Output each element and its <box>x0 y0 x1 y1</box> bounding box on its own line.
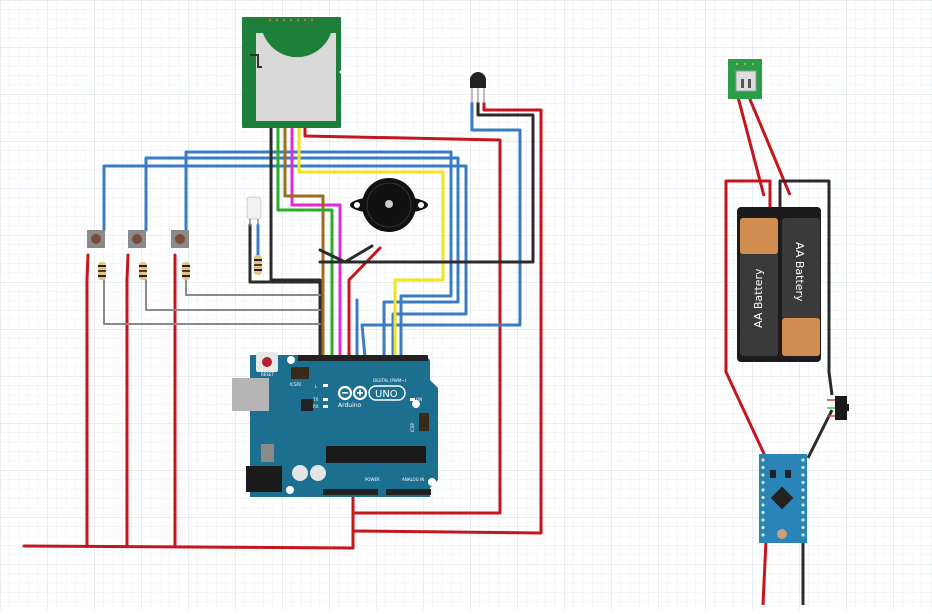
wire-gray-button1 <box>103 279 321 325</box>
wire-brown <box>283 126 325 359</box>
button-resistor-2 <box>139 262 147 280</box>
wire-red-pack <box>724 179 772 459</box>
wires-left <box>22 101 543 550</box>
icsp2-label: ICSP2 <box>290 382 302 387</box>
promini-pin <box>801 533 805 537</box>
usb-port <box>232 378 269 411</box>
push-button-2[interactable] <box>128 230 146 248</box>
digital-label: DIGITAL (PWM~) <box>373 378 407 383</box>
wire-magenta <box>290 126 342 359</box>
promini-pin <box>761 525 765 530</box>
wire-black-rail <box>318 101 535 264</box>
svg-text:ANALOG IN: ANALOG IN <box>402 477 424 482</box>
promini-pin <box>761 495 765 500</box>
buzzer <box>350 178 428 232</box>
promini-pin <box>761 503 765 507</box>
power-header <box>323 489 378 495</box>
svg-text:UNO: UNO <box>375 389 398 400</box>
wire-black-pack <box>778 179 834 396</box>
wire-blue-button2 <box>144 156 460 359</box>
promini-pin <box>801 473 805 477</box>
power-jack <box>246 466 282 492</box>
arduino-logo: UNO Arduino <box>337 385 406 409</box>
svg-text:ICSP: ICSP <box>410 422 415 432</box>
sd-card-module <box>242 17 343 128</box>
promini-pin <box>761 473 765 477</box>
wire-blue-button1 <box>102 164 468 359</box>
svg-text:AA Battery: AA Battery <box>793 242 806 302</box>
promini-pin <box>761 488 765 492</box>
wire-red-button1 <box>85 253 90 548</box>
atmega-chip <box>326 446 426 463</box>
battery-pack: AA Battery AA Battery <box>737 207 821 362</box>
push-buttons <box>87 230 190 280</box>
button-resistor-1 <box>98 262 106 280</box>
digital-header-2 <box>373 355 428 361</box>
wire-red-out <box>761 539 768 606</box>
svg-text:POWER: POWER <box>365 477 380 482</box>
slide-switch[interactable] <box>827 396 849 420</box>
wire-red-button2 <box>125 253 130 548</box>
svg-text:TX: TX <box>312 397 318 402</box>
svg-text:Arduino: Arduino <box>338 402 362 409</box>
wire-red-rail2 <box>303 126 502 515</box>
wire-black-switch <box>806 409 834 459</box>
promini-pin <box>801 503 805 507</box>
svg-text:AA Battery: AA Battery <box>752 268 765 328</box>
button-resistor-3 <box>182 262 190 280</box>
promini-pin <box>761 510 765 515</box>
wire-red-jst2 <box>747 96 792 196</box>
promini-pin <box>801 488 805 492</box>
wire-red-buzzer <box>347 246 382 359</box>
analog-header <box>386 489 431 495</box>
wire-blue-button3 <box>184 150 453 359</box>
promini-pin <box>801 458 805 462</box>
wire-black-led <box>248 223 322 284</box>
wire-yellow <box>297 126 445 359</box>
svg-text:RX: RX <box>313 404 319 409</box>
reset-label: RESET <box>261 372 274 377</box>
promini-pin <box>801 518 805 522</box>
promini-pin <box>801 510 805 515</box>
promini-pin <box>801 480 805 485</box>
temperature-sensor <box>470 72 486 103</box>
battery-cell-2: AA Battery <box>782 218 820 356</box>
promini-pin <box>761 480 765 485</box>
promini-pin <box>801 495 805 500</box>
promini-pin <box>801 465 805 470</box>
led-resistor <box>254 255 262 275</box>
arduino-uno: RESET ICSP2 DIGITAL (PWM~) UNO Arduino L… <box>232 352 438 497</box>
wire-black-buzzer <box>318 244 374 264</box>
promini-pin <box>761 533 765 537</box>
push-button-1[interactable] <box>87 230 105 248</box>
promini-pin <box>761 465 765 470</box>
wire-gray-button3 <box>185 279 321 296</box>
led <box>246 196 262 226</box>
promini-pin <box>761 458 765 462</box>
svg-text:L: L <box>315 384 318 389</box>
wires-right <box>724 96 834 606</box>
battery-cell-1: AA Battery <box>740 218 778 356</box>
jst-connector <box>728 59 762 99</box>
promini-pin <box>761 518 765 522</box>
wire-blue-temp <box>360 101 522 359</box>
wire-green <box>276 126 334 359</box>
push-button-3[interactable] <box>171 230 189 248</box>
reset-button[interactable] <box>262 357 272 367</box>
wire-red-rail3 <box>351 101 543 535</box>
wire-gray-button2 <box>145 279 321 311</box>
digital-header-1 <box>298 355 373 361</box>
svg-text:ON: ON <box>416 397 422 402</box>
promini-pin <box>801 525 805 530</box>
arduino-pro-mini <box>759 454 807 543</box>
wire-black-sd <box>269 126 322 359</box>
wire-red-rail <box>22 490 355 550</box>
